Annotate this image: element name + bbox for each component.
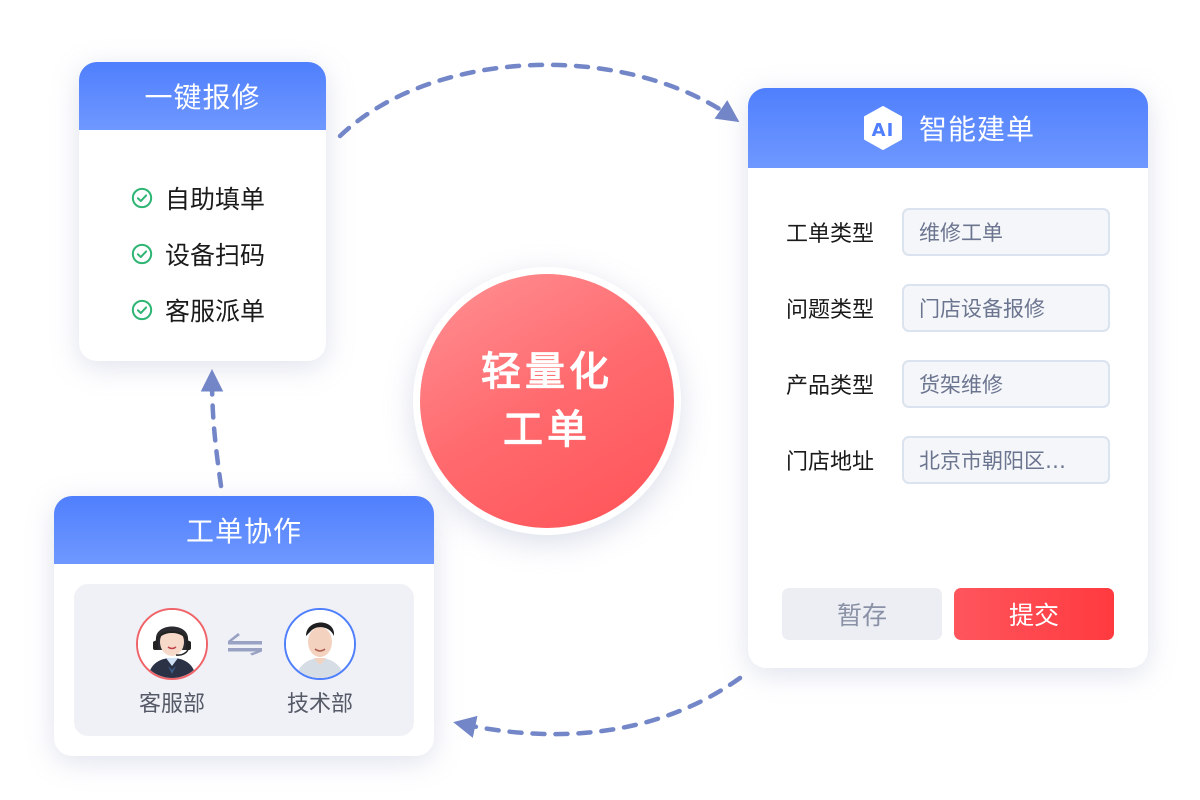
store-address-label: 门店地址 xyxy=(786,450,875,475)
issue-type-label: 问题类型 xyxy=(786,298,875,323)
form-row-issue-type: 问题类型 门店设备报修 xyxy=(786,284,1110,332)
customer-service-dept: 客服部 xyxy=(122,608,222,718)
check-circle-icon xyxy=(131,243,153,265)
ai-card-title: 智能建单 xyxy=(918,113,1035,146)
store-address-field[interactable]: 北京市朝阳区… xyxy=(902,436,1110,484)
list-item: 客服派单 xyxy=(131,282,326,338)
ticket-type-label: 工单类型 xyxy=(786,222,875,247)
collab-card-title: 工单协作 xyxy=(185,515,302,548)
center-title-line1: 轻量化 xyxy=(481,349,613,395)
save-draft-button[interactable]: 暂存 xyxy=(782,588,942,640)
avatar-customer-service xyxy=(136,608,208,680)
technical-dept: 技术部 xyxy=(270,608,370,718)
repair-card-title: 一键报修 xyxy=(144,81,261,114)
ticket-type-field[interactable]: 维修工单 xyxy=(902,208,1110,256)
feature-label: 自助填单 xyxy=(165,185,266,214)
form-row-store-address: 门店地址 北京市朝阳区… xyxy=(786,436,1110,484)
check-circle-icon xyxy=(131,299,153,321)
collaboration-card: 工单协作 客服部 xyxy=(54,496,434,756)
repair-feature-list: 自助填单 设备扫码 客服派单 xyxy=(79,130,326,338)
center-title-line2: 工单 xyxy=(503,407,591,453)
form-row-product-type: 产品类型 货架维修 xyxy=(786,360,1110,408)
technical-label: 技术部 xyxy=(286,692,353,717)
form-row-ticket-type: 工单类型 维修工单 xyxy=(786,208,1110,256)
feature-label: 客服派单 xyxy=(165,297,266,326)
collab-panel: 客服部 技术部 xyxy=(74,584,414,736)
ai-card-header: AI 智能建单 xyxy=(748,88,1148,168)
repair-card-header: 一键报修 xyxy=(79,62,326,130)
arrow-repair-to-ai xyxy=(337,62,740,139)
list-item: 自助填单 xyxy=(131,170,326,226)
ai-hexagon-icon: AI xyxy=(863,106,902,150)
form-actions: 暂存 提交 xyxy=(782,588,1114,640)
center-badge-inner: 轻量化 工单 xyxy=(420,274,674,528)
arrow-collab-to-repair xyxy=(200,369,224,489)
issue-type-field[interactable]: 门店设备报修 xyxy=(902,284,1110,332)
collab-card-header: 工单协作 xyxy=(54,496,434,564)
center-badge: 轻量化 工单 xyxy=(413,267,681,535)
avatar-technical xyxy=(284,608,356,680)
list-item: 设备扫码 xyxy=(131,226,326,282)
svg-text:AI: AI xyxy=(872,120,895,141)
product-type-label: 产品类型 xyxy=(786,374,875,399)
technician-avatar-icon xyxy=(286,610,354,678)
feature-label: 设备扫码 xyxy=(165,241,266,270)
ticket-form: 工单类型 维修工单 问题类型 门店设备报修 产品类型 货架维修 门店地址 北京市… xyxy=(748,168,1148,484)
submit-button[interactable]: 提交 xyxy=(954,588,1114,640)
product-type-field[interactable]: 货架维修 xyxy=(902,360,1110,408)
swap-arrows-icon xyxy=(228,633,262,656)
support-agent-avatar-icon xyxy=(138,610,206,678)
ai-create-card: AI 智能建单 工单类型 维修工单 问题类型 门店设备报修 产品类型 货架维修 … xyxy=(748,88,1148,668)
arrow-ai-to-collab xyxy=(453,675,743,738)
repair-card: 一键报修 自助填单 设备扫码 客服派单 xyxy=(79,62,326,361)
customer-service-label: 客服部 xyxy=(138,692,205,717)
check-circle-icon xyxy=(131,187,153,209)
